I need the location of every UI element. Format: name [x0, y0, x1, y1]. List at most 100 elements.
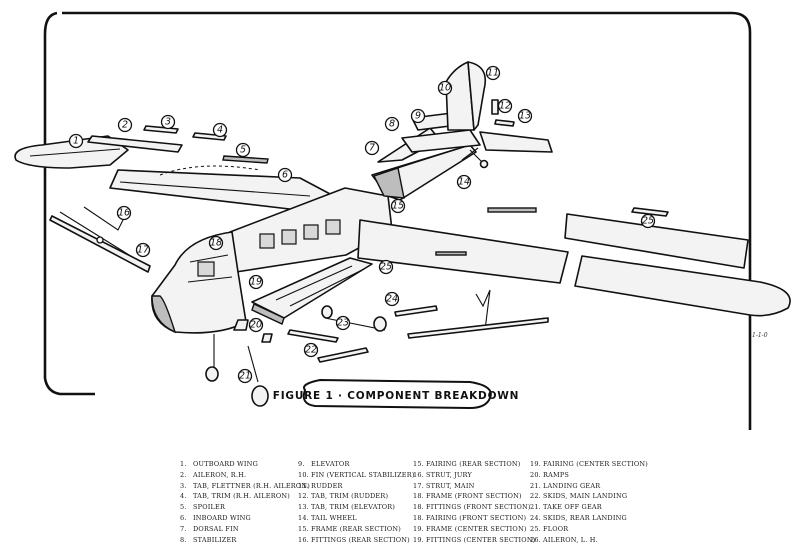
legend-item: 1.OUTBOARD WING — [180, 460, 258, 468]
aileron-left — [564, 207, 749, 269]
callout-25-floor-label: 25 — [380, 262, 392, 273]
callout-5-label: 5 — [240, 145, 246, 156]
callout-25-aileron-label: 25 — [642, 216, 654, 227]
legend-item: 5.SPOILER — [180, 503, 226, 512]
callout-6-label: 6 — [282, 170, 288, 181]
legend-item: 26.AILERON, L. H. — [530, 535, 598, 544]
tail-wheel — [461, 147, 489, 169]
legend-item: 11.RUDDER — [298, 481, 343, 490]
legend-item: 18.FAIRING (FRONT SECTION) — [413, 513, 527, 522]
callout-13-label: 13 — [519, 111, 531, 122]
main-landing-skids — [287, 329, 369, 363]
callout-9: 9 — [410, 108, 426, 124]
callout-24: 24 — [384, 291, 400, 307]
callout-12: 12 — [497, 98, 513, 114]
stabilizer — [401, 129, 481, 153]
legend-item: 19.FRAME (CENTER SECTION) — [413, 524, 527, 533]
fuselage-front-section — [151, 231, 247, 334]
figure-title-box: FIGURE 1 · COMPONENT BREAKDOWN — [273, 378, 520, 410]
elevator-left — [479, 131, 553, 153]
callout-21: 21 — [237, 368, 253, 384]
legend-item: 2.AILERON, R.H. — [180, 470, 247, 479]
callout-4: 4 — [212, 122, 228, 138]
legend-item: 17.STRUT, MAIN — [413, 481, 475, 490]
callout-7-label: 7 — [369, 143, 375, 154]
legend-item: 8.STABILIZER — [180, 535, 237, 544]
inboard-wing-left — [357, 207, 569, 284]
callout-10: 10 — [437, 80, 453, 96]
callout-12-label: 12 — [499, 101, 511, 112]
legend-item: 6.INBOARD WING — [180, 513, 251, 522]
callout-22-label: 22 — [305, 345, 317, 356]
rudder — [467, 61, 487, 131]
ramps — [233, 319, 273, 343]
legend-item: 19.FAIRING (CENTER SECTION) — [530, 460, 649, 468]
callout-13: 13 — [517, 108, 533, 124]
rear-landing-skids — [394, 305, 438, 317]
legend-item: 22.SKIDS, MAIN LANDING — [530, 492, 628, 501]
legend-column-1: 1.OUTBOARD WING 2.AILERON, R.H. 3.TAB, F… — [180, 459, 310, 545]
callout-6: 6 — [277, 167, 293, 183]
legend-item: 12.TAB, TRIM (RUDDER) — [298, 492, 389, 501]
callout-1-label: 1 — [73, 136, 79, 147]
callout-19-label: 19 — [250, 277, 262, 288]
legend-item: 13.TAB, TRIM (ELEVATOR) — [298, 503, 396, 512]
legend-item: 7.DORSAL FIN — [180, 524, 239, 533]
take-off-gear — [321, 305, 387, 332]
legend-column-3: 15.FAIRING (REAR SECTION) 16.STRUT, JURY… — [413, 459, 535, 545]
callout-3-label: 3 — [165, 117, 171, 128]
callout-22: 22 — [303, 342, 319, 358]
callout-23: 23 — [335, 315, 351, 331]
callout-11-label: 11 — [487, 68, 499, 79]
figure-title: FIGURE 1 · COMPONENT BREAKDOWN — [273, 390, 520, 402]
callout-8: 8 — [384, 116, 400, 132]
callout-21-label: 21 — [239, 371, 251, 382]
legend-item: 21.LANDING GEAR — [530, 481, 601, 490]
legend-item: 3.TAB, FLETTNER (R.H. AILERON) — [180, 481, 311, 490]
floor — [251, 257, 373, 325]
legend-item: 21.TAKE OFF GEAR — [530, 503, 602, 512]
callout-20-label: 20 — [250, 320, 262, 331]
legend-item: 9.ELEVATOR — [298, 460, 350, 468]
callout-18-label: 18 — [210, 238, 222, 249]
legend-item: 18.FITTINGS (FRONT SECTION) — [413, 503, 531, 512]
legend-item: 15.FAIRING (REAR SECTION) — [413, 460, 521, 468]
callout-2-label: 2 — [122, 120, 128, 131]
callout-19: 19 — [248, 274, 264, 290]
callout-20: 20 — [248, 317, 264, 333]
main-strut — [49, 215, 151, 273]
callout-18: 18 — [208, 235, 224, 251]
legend-column-2: 9.ELEVATOR 10.FIN (VERTICAL STABILIZER) … — [298, 459, 415, 545]
landing-gear — [205, 334, 269, 407]
legend-item: 16.STRUT, JURY — [413, 470, 472, 479]
callout-15-label: 15 — [392, 201, 404, 212]
artist-signature: 1-1-0 — [752, 332, 768, 339]
outboard-wing-left — [574, 255, 791, 317]
legend-item: 18.FRAME (FRONT SECTION) — [413, 492, 522, 501]
callout-7: 7 — [364, 140, 380, 156]
elevator-trim-tab — [494, 119, 515, 127]
legend-item: 20.RAMPS — [530, 470, 570, 479]
callout-15: 15 — [390, 198, 406, 214]
callout-2: 2 — [117, 117, 133, 133]
callout-11: 11 — [485, 65, 501, 81]
callout-5: 5 — [235, 142, 251, 158]
callout-4-label: 4 — [217, 125, 223, 136]
lift-strut-assembly — [407, 289, 549, 339]
callout-9-label: 9 — [415, 111, 421, 122]
callout-1: 1 — [68, 133, 84, 149]
legend-item: 25.FLOOR — [530, 524, 569, 533]
callout-16-label: 16 — [118, 208, 130, 219]
legend-item: 4.TAB, TRIM (R.H. AILERON) — [180, 492, 290, 501]
callout-3: 3 — [160, 114, 176, 130]
legend-item: 15.FRAME (REAR SECTION) — [298, 524, 402, 533]
inboard-wing-right — [109, 165, 333, 211]
callout-16: 16 — [116, 205, 132, 221]
callout-24-label: 24 — [386, 294, 398, 305]
callout-17-label: 17 — [137, 245, 149, 256]
callout-23-label: 23 — [337, 318, 349, 329]
rounded-border-frame — [43, 11, 752, 430]
spoiler — [222, 155, 269, 164]
legend-item: 19.FITTINGS (CENTER SECTION) — [413, 535, 536, 544]
fuselage-rear-section — [371, 144, 477, 201]
